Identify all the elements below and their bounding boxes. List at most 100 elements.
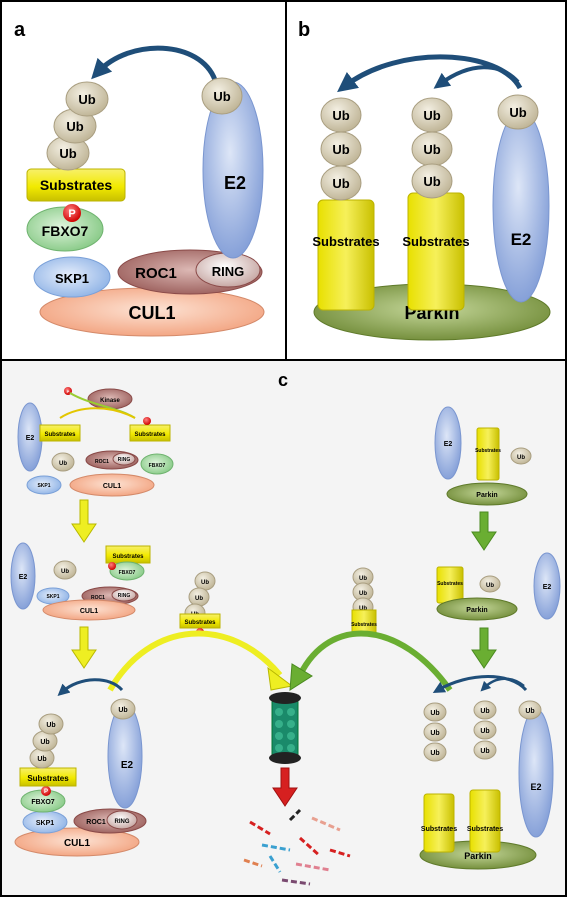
ub-label: Ub xyxy=(525,708,534,715)
skp1-label: SKP1 xyxy=(46,594,59,600)
ub-label: Ub xyxy=(430,730,439,737)
ub-label: Ub xyxy=(213,89,230,104)
yellow-arrow-down xyxy=(71,626,97,669)
ub xyxy=(473,720,497,740)
ub xyxy=(473,740,497,760)
ub xyxy=(510,447,532,465)
substrates-label: Substrates xyxy=(184,620,216,626)
green-arrow-down xyxy=(471,511,497,551)
yellow-arrowhead xyxy=(267,666,294,691)
ub xyxy=(479,575,501,593)
ub-label: Ub xyxy=(423,108,440,123)
ub-label: Ub xyxy=(423,174,440,189)
e2-label: E2 xyxy=(444,441,453,448)
ub-label: Ub xyxy=(118,707,127,714)
substrates-right xyxy=(407,192,465,311)
substrates-label: Substrates xyxy=(402,234,469,249)
phospho-p xyxy=(143,417,151,425)
fbxo7-label: FBXO7 xyxy=(149,463,166,469)
transfer-arrow-short xyxy=(433,65,520,89)
ring-label: RING xyxy=(118,593,131,599)
skp1-label: SKP1 xyxy=(36,820,54,827)
ub xyxy=(423,702,447,722)
ub-label: Ub xyxy=(517,455,525,461)
cul1-label: CUL1 xyxy=(128,303,175,323)
cul1 xyxy=(14,827,140,857)
ub xyxy=(38,713,64,735)
e2 xyxy=(10,542,36,610)
ub-label: Ub xyxy=(423,142,440,157)
ub-label: Ub xyxy=(430,750,439,757)
transfer-arrow xyxy=(91,45,218,82)
ub-label: Ub xyxy=(480,748,489,755)
panel-c-letter: c xyxy=(278,370,288,390)
phospho-label: P xyxy=(67,389,70,394)
skp1-label: SKP1 xyxy=(55,271,89,286)
phospho-p xyxy=(41,786,51,796)
kinase-label: Kinase xyxy=(100,398,120,404)
transfer-arrow xyxy=(432,675,528,693)
roc1-label: ROC1 xyxy=(95,459,109,465)
ub xyxy=(423,742,447,762)
ub-label: Ub xyxy=(40,739,49,746)
ub-label: Ub xyxy=(46,722,55,729)
skp1 xyxy=(33,256,111,298)
fbxo7-label: FBXO7 xyxy=(119,570,136,576)
substrates xyxy=(129,424,171,442)
cul1 xyxy=(42,599,136,621)
fbxo7-label: FBXO7 xyxy=(42,223,89,239)
ring xyxy=(112,452,136,466)
substrates-left xyxy=(317,199,375,311)
red-arrow-down xyxy=(272,767,298,807)
parkin-label: Parkin xyxy=(464,851,492,861)
substrates-label: Substrates xyxy=(467,826,503,833)
phosphorylation-arrow xyxy=(59,407,136,419)
ub-label: Ub xyxy=(332,142,349,157)
fbxo7 xyxy=(26,206,104,252)
skp1 xyxy=(26,475,62,495)
ub xyxy=(320,165,362,201)
fbxo7 xyxy=(140,453,174,475)
cul1-label: CUL1 xyxy=(80,608,98,615)
ring-label: RING xyxy=(118,457,131,463)
ub-label: Ub xyxy=(486,583,494,589)
ub-label: Ub xyxy=(37,756,46,763)
green-arrowhead xyxy=(289,663,313,691)
substrates-label: Substrates xyxy=(40,177,113,193)
e2-label: E2 xyxy=(26,435,35,442)
substrates-label: Substrates xyxy=(421,826,457,833)
yellow-arrow-down xyxy=(71,499,97,543)
skp1-label: SKP1 xyxy=(37,483,50,489)
fbxo7 xyxy=(109,561,145,581)
substrates-label: Substrates xyxy=(475,448,501,454)
cul1-label: CUL1 xyxy=(103,483,121,490)
ub xyxy=(473,700,497,720)
phospho-label: P xyxy=(68,208,75,220)
e2-label: E2 xyxy=(224,173,246,193)
e2 xyxy=(434,406,462,480)
ub-label: Ub xyxy=(61,569,69,575)
roc1-label: ROC1 xyxy=(91,595,105,601)
ub-label: Ub xyxy=(359,606,367,612)
ub-label: Ub xyxy=(195,596,203,602)
substrates-label: Substrates xyxy=(44,432,76,438)
green-curved-arrow xyxy=(297,630,453,692)
ub xyxy=(51,452,75,472)
proteasome xyxy=(269,692,301,764)
ring-label: RING xyxy=(212,264,245,279)
ub xyxy=(53,560,77,580)
ub-label: Ub xyxy=(59,461,67,467)
ub-label: Ub xyxy=(359,591,367,597)
ub-label: Ub xyxy=(66,119,83,134)
substrates xyxy=(19,767,77,787)
yellow-curved-arrow xyxy=(107,630,283,692)
parkin-label: Parkin xyxy=(466,607,487,614)
green-arrow-down xyxy=(471,627,497,669)
ub-label: Ub xyxy=(59,146,76,161)
parkin xyxy=(436,597,518,621)
roc1-label: ROC1 xyxy=(86,819,106,826)
substrates-label: Substrates xyxy=(112,554,144,560)
roc1-label: ROC1 xyxy=(135,265,177,282)
ub-on-e2 xyxy=(497,94,539,130)
